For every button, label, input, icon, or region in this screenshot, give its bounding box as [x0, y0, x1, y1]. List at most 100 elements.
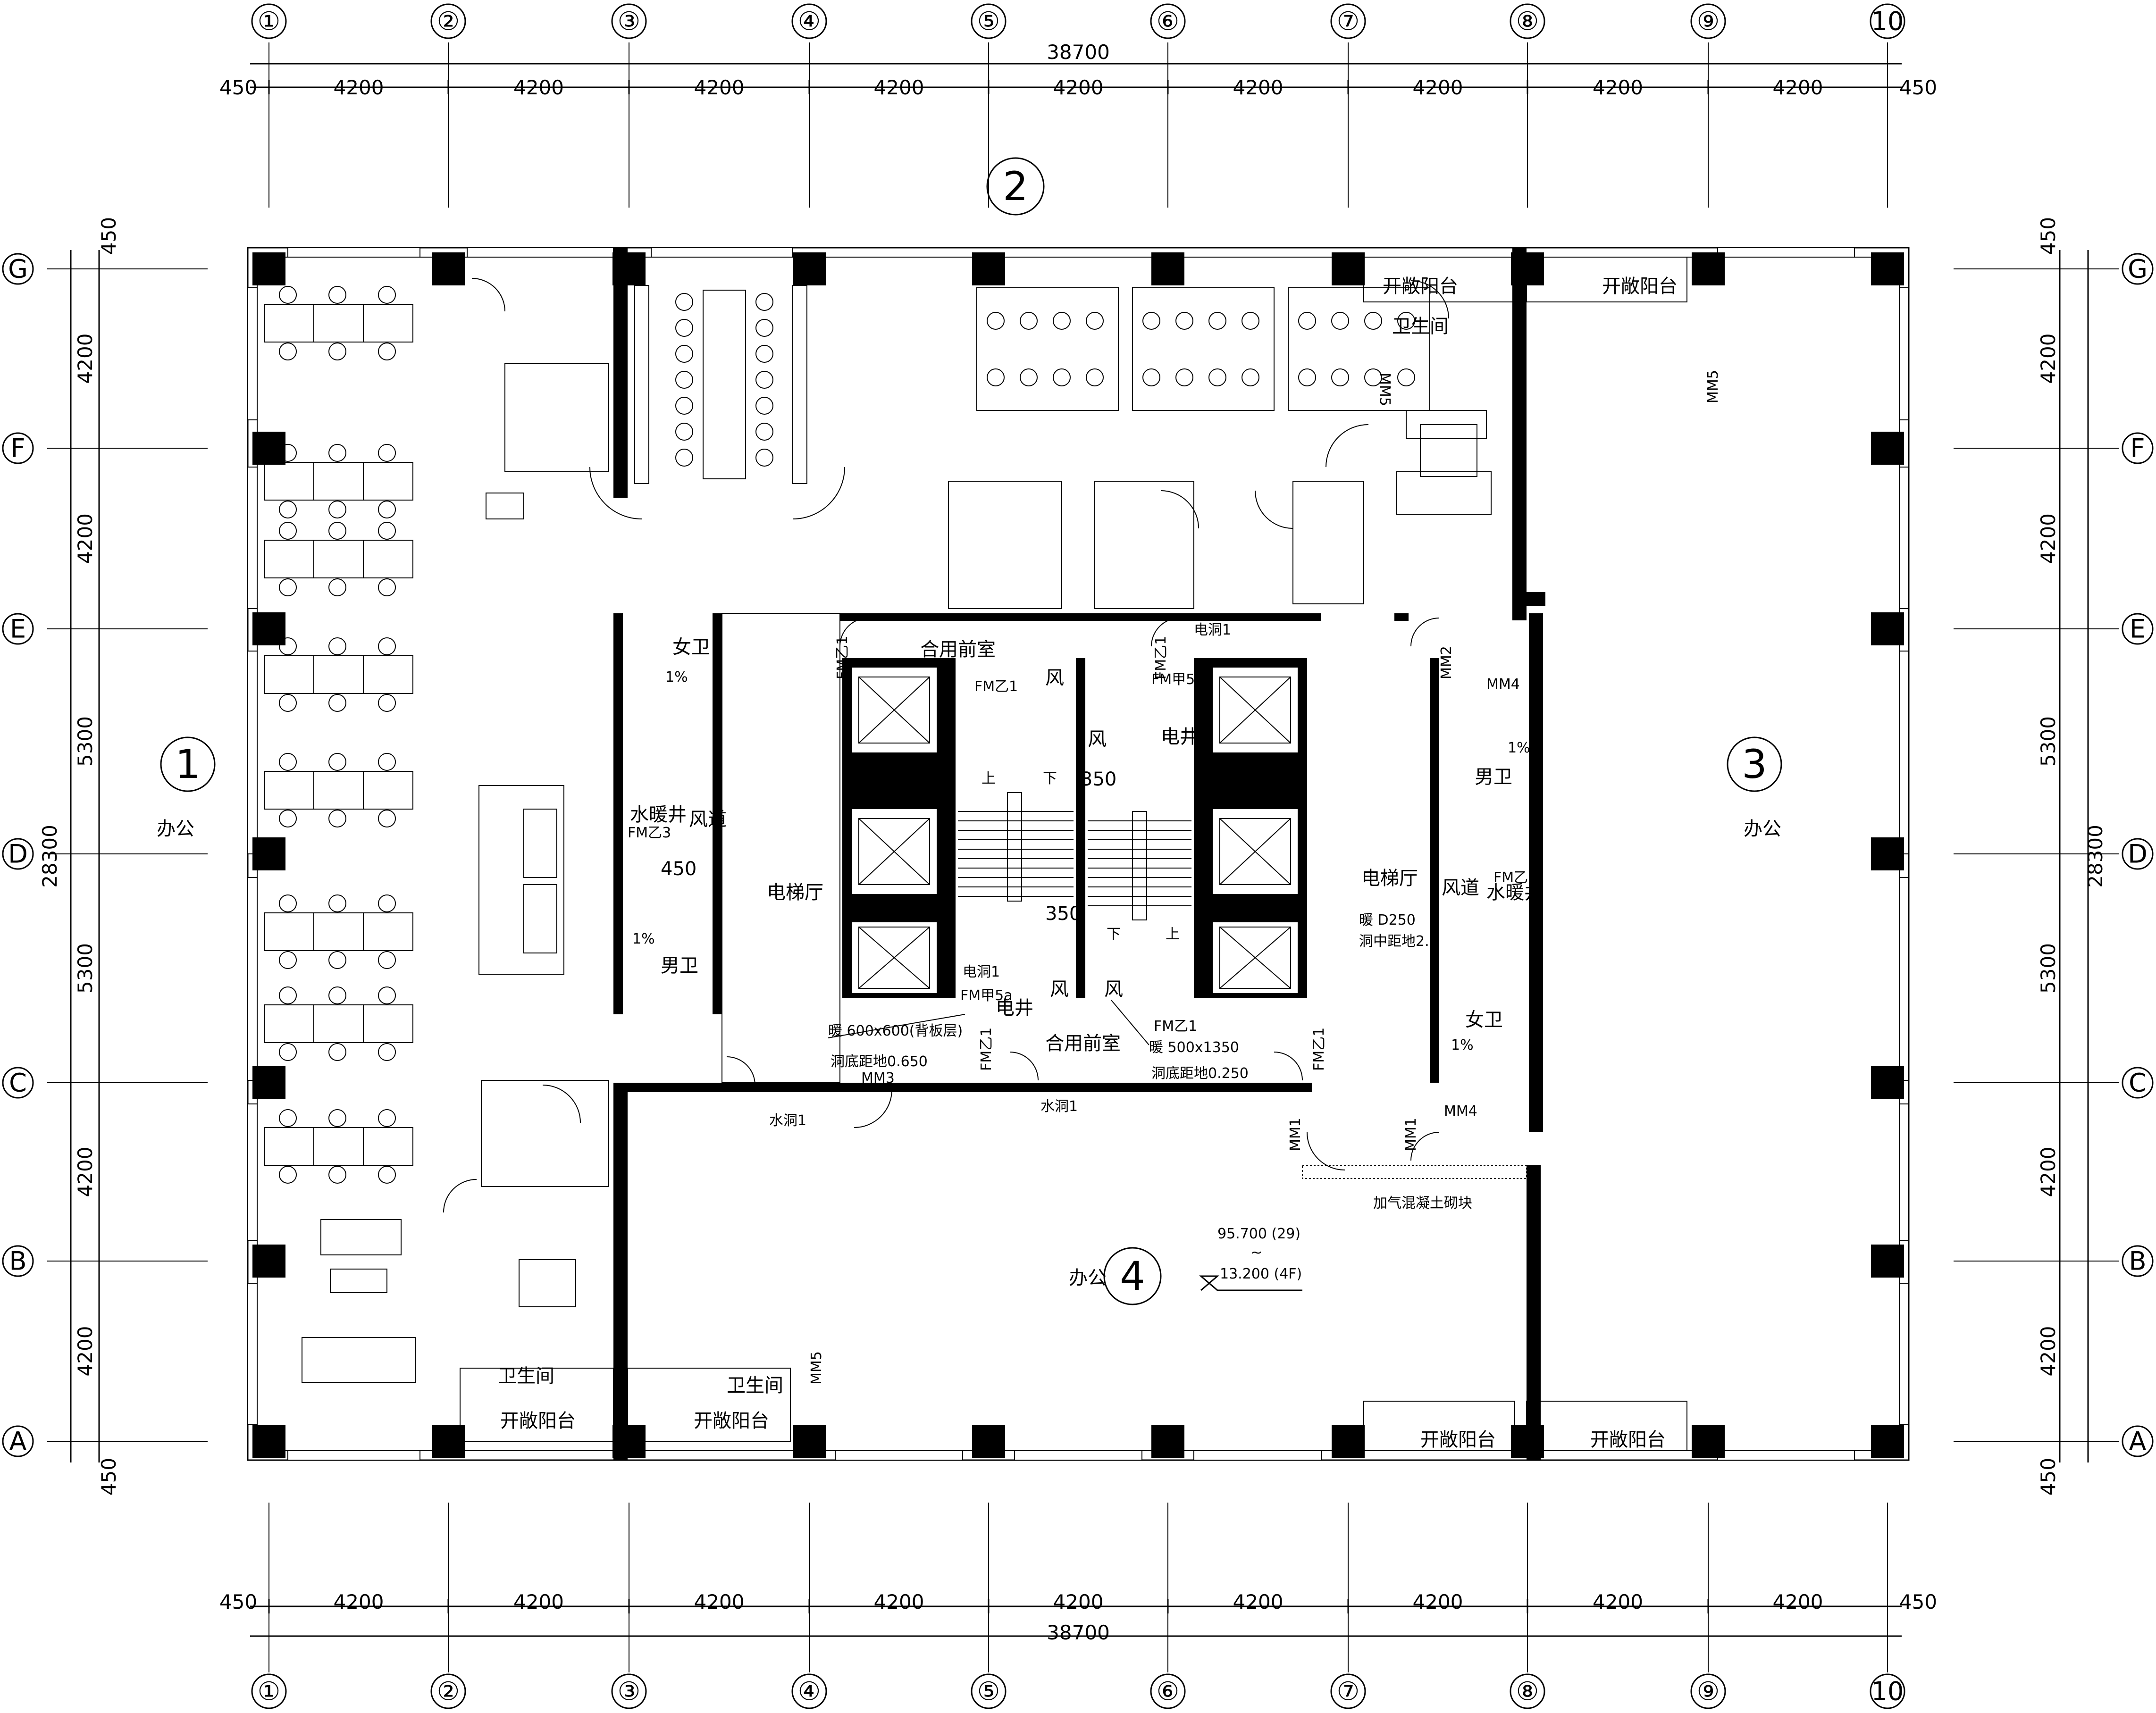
axis-bubble-row-D-right: [2122, 838, 2154, 870]
zone-number-3: 3: [1742, 741, 1767, 787]
slope-3: 1%: [1508, 740, 1530, 756]
axis-bubble-row-B-left: [2, 1245, 34, 1277]
axis-label-col-5-top: ⑤: [977, 7, 1000, 36]
bay-dim-top-3: 4200: [694, 76, 745, 99]
pod-chair-a-2-3: [1208, 312, 1226, 330]
axis-bubble-col-10-bottom: [1870, 1673, 1905, 1709]
axis-label-row-A-right: A: [2129, 1427, 2147, 1456]
axis-bubble-row-F-left: [2, 432, 34, 464]
workstation-6-3: [363, 912, 413, 951]
axis-bubble-col-6-bottom: [1150, 1673, 1186, 1709]
axis-bubble-row-A-right: [2122, 1425, 2154, 1457]
row-dim-right-2: 4200: [2037, 513, 2060, 564]
conf-chair-l-2: [675, 319, 693, 337]
workstation-7-3: [363, 1004, 413, 1043]
axis-label-col-4-top: ④: [798, 7, 821, 36]
column-13: [1332, 252, 1365, 285]
bay-dim-top-2: 4200: [513, 76, 564, 99]
wc-lower-left-b: 卫生间: [727, 1375, 783, 1396]
slope-2: 1%: [632, 931, 655, 947]
column-25: [252, 837, 285, 870]
axis-bubble-row-E-right: [2122, 613, 2154, 645]
column-7: [793, 252, 826, 285]
zone-marker-2: [986, 157, 1045, 216]
column-14: [1332, 1425, 1365, 1458]
men-wc-right: 男卫: [1475, 766, 1512, 788]
chair-b-2-1: [279, 501, 297, 518]
conf-chair-l-5: [675, 397, 693, 415]
sofa-upper: [1406, 410, 1487, 439]
office-mid-left: [478, 785, 564, 975]
column-10: [972, 1425, 1005, 1458]
axis-label-row-G-left: G: [8, 254, 28, 284]
wc-lower-left-a: 卫生间: [498, 1365, 554, 1387]
edge-offset-left-top: 450: [97, 217, 120, 255]
balcony-upper-2: 开敞阳台: [1602, 276, 1678, 297]
tag-mm4-bottom: MM4: [1444, 1103, 1477, 1120]
elec-hole-bottom: 电洞1: [963, 964, 1000, 980]
edge-offset-right-bottom: 450: [2037, 1458, 2060, 1496]
chair-a-1-2: [328, 286, 346, 304]
room-labels: 合用前室 合用前室 电梯厅 电梯厅 女卫 男卫 男卫 女卫 卫生间 卫生间 卫生…: [498, 276, 1678, 1451]
chair-a-4-3: [378, 637, 396, 655]
women-wc-left: 女卫: [672, 636, 710, 658]
chair-a-7-1: [279, 986, 297, 1004]
axis-label-col-8-bottom: ⑧: [1516, 1677, 1539, 1706]
chair-b-5-2: [328, 810, 346, 827]
column-4: [432, 1425, 465, 1458]
furniture: [264, 285, 1492, 1383]
conf-bench-right: [792, 285, 807, 484]
electrical-shaft-bottom: 电井: [996, 997, 1033, 1019]
meeting-desks: [504, 363, 609, 472]
axis-bubble-col-3-top: [611, 3, 647, 39]
axis-label-col-7-bottom: ⑦: [1337, 1677, 1359, 1706]
chair-b-5-1: [279, 810, 297, 827]
axis-label-col-10-top: 10: [1871, 7, 1904, 36]
balcony-lower-2: 开敞阳台: [694, 1410, 769, 1432]
workstation-2-3: [363, 462, 413, 501]
bay-dim-top-6: 4200: [1233, 76, 1284, 99]
electrical-shaft-top: 电井: [1161, 726, 1199, 748]
bay-dim-bottom-5: 4200: [1053, 1590, 1104, 1613]
duct-notes: 暖 600x600(背板层) 洞底距地0.650 暖 500x1350 洞底距地…: [828, 912, 1438, 1082]
meeting-table-lower: [519, 1259, 576, 1307]
tag-fmb3-right: FM乙3: [1493, 869, 1537, 886]
balcony-lower-4: 开敞阳台: [1590, 1429, 1666, 1451]
office-mid-table-2: [523, 884, 557, 953]
stair-up-2: 上: [1166, 926, 1180, 943]
pod-chair-b-2-3: [1208, 368, 1226, 386]
workstation-7-2: [313, 1004, 364, 1043]
pod-chair-b-2-2: [1175, 368, 1193, 386]
reception-desk: [302, 1337, 416, 1383]
chair-a-3-3: [378, 522, 396, 540]
zone-marker-1: [160, 736, 216, 792]
water-heating-right: 水暖井: [1486, 882, 1543, 903]
axis-label-col-2-top: ②: [437, 7, 460, 36]
axis-bubble-col-5-top: [971, 3, 1007, 39]
zone-number-2: 2: [1003, 163, 1028, 209]
water-heating-left: 水暖井: [630, 804, 687, 826]
note-sill-650: 洞底距地0.650: [831, 1053, 928, 1070]
row-dim-left-5: 4200: [74, 1147, 97, 1197]
workstation-6-2: [313, 912, 364, 951]
axis-label-row-B-left: B: [9, 1246, 26, 1276]
tag-mm5-bottom: MM5: [808, 1351, 825, 1385]
zone-number-4: 4: [1120, 1253, 1145, 1299]
stair-down-2: 下: [1107, 926, 1121, 943]
axis-label-col-7-top: ⑦: [1337, 7, 1359, 36]
chair-a-5-2: [328, 753, 346, 771]
axis-label-col-6-bottom: ⑥: [1157, 1677, 1179, 1706]
axis-bubble-col-4-bottom: [791, 1673, 827, 1709]
wind-1: 风: [1045, 667, 1064, 689]
pod-chair-a-3-2: [1331, 312, 1349, 330]
chair-a-4-1: [279, 637, 297, 655]
axis-bubble-row-F-right: [2122, 432, 2154, 464]
axis-label-col-4-bottom: ④: [798, 1677, 821, 1706]
pod-chair-b-3-4: [1397, 368, 1415, 386]
coffee-table: [330, 1269, 387, 1293]
office-room-a: [948, 481, 1062, 609]
row-dim-left-4: 5300: [74, 943, 97, 994]
column-9: [972, 252, 1005, 285]
pod-chair-b-3-2: [1331, 368, 1349, 386]
